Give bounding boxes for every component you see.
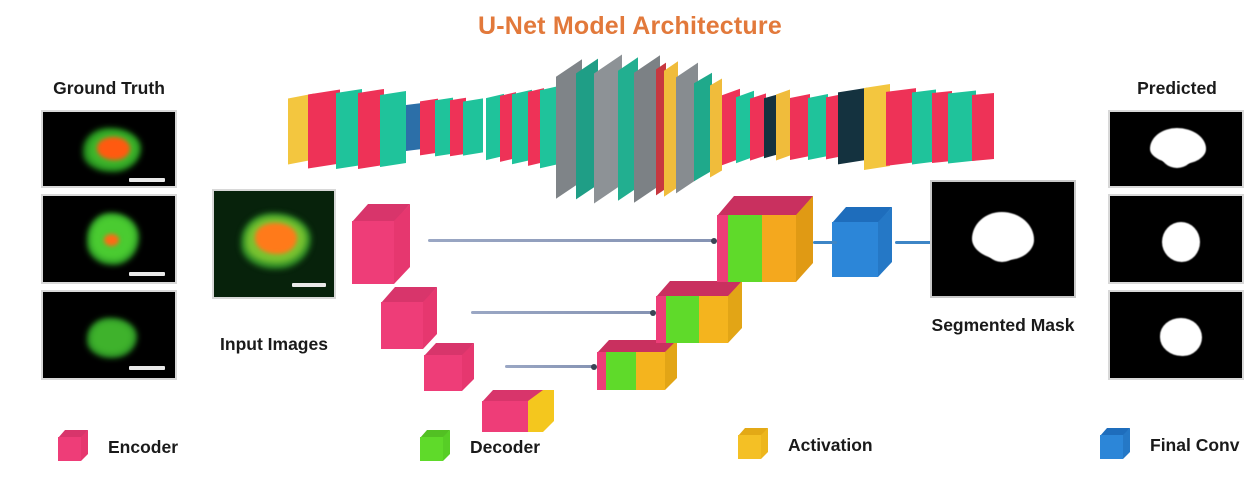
decoder-block-3-decoder-slab bbox=[606, 352, 636, 390]
network-overview-strip bbox=[278, 54, 994, 204]
connector-final-conv-to-mask bbox=[895, 241, 935, 244]
decoder-block-1-encoder-slab bbox=[717, 215, 728, 282]
bottleneck-block bbox=[482, 390, 568, 432]
input-images-label: Input Images bbox=[220, 334, 328, 354]
skip-connection-1-arrowhead bbox=[711, 237, 717, 244]
decoder-block-1-side bbox=[796, 196, 813, 282]
decoder-block-1-top bbox=[717, 196, 813, 216]
legend-final-conv: Final Conv bbox=[1100, 428, 1239, 462]
predicted-image-2 bbox=[1108, 194, 1244, 284]
encoder-block-3 bbox=[424, 343, 486, 391]
encoder-block-2-front bbox=[381, 302, 423, 349]
activation-legend-label: Activation bbox=[788, 434, 873, 455]
legend-activation: Activation bbox=[738, 428, 873, 462]
decoder-block-2 bbox=[656, 281, 756, 343]
page-title: U-Net Model Architecture bbox=[478, 12, 782, 40]
predicted-image-1 bbox=[1108, 110, 1244, 188]
predicted-label: Predicted bbox=[1137, 78, 1217, 98]
segmented-mask-image bbox=[930, 180, 1076, 298]
decoder-block-2-top bbox=[656, 281, 742, 297]
decoder-legend-icon bbox=[420, 430, 454, 464]
legend-decoder: Decoder bbox=[420, 430, 540, 464]
encoder-block-2-top bbox=[381, 287, 437, 303]
net-slab-yellow-mid bbox=[710, 78, 722, 178]
decoder-legend-label: Decoder bbox=[470, 436, 541, 457]
encoder-block-2-side bbox=[423, 287, 437, 349]
decoder-block-1-decoder-slab bbox=[728, 215, 762, 282]
net-slab-teal-2 bbox=[380, 90, 406, 168]
decoder-block-3-top bbox=[597, 340, 677, 353]
ground-truth-image-2 bbox=[41, 194, 177, 284]
final-conv-block bbox=[832, 207, 902, 277]
skip-connection-1 bbox=[428, 237, 717, 244]
encoder-block-1-top bbox=[352, 204, 410, 222]
skip-connection-3 bbox=[505, 363, 597, 370]
final-conv-block-top bbox=[832, 207, 892, 223]
encoder-block-2 bbox=[381, 287, 451, 349]
encoder-block-3-front bbox=[424, 355, 462, 391]
decoder-block-1 bbox=[717, 196, 827, 282]
decoder-block-3 bbox=[597, 340, 689, 390]
decoder-block-2-decoder-slab bbox=[666, 296, 699, 343]
net-slab-teal-4 bbox=[463, 98, 483, 156]
skip-connection-2 bbox=[471, 309, 656, 316]
encoder-block-1 bbox=[352, 204, 426, 284]
decoder-block-2-activation-slab bbox=[699, 296, 728, 343]
bottleneck-block-front bbox=[482, 401, 528, 432]
ground-truth-image-3 bbox=[41, 290, 177, 380]
encoder-block-3-side bbox=[462, 343, 474, 391]
skip-connection-3-arrowhead bbox=[591, 363, 597, 370]
decoder-block-3-activation-slab bbox=[636, 352, 665, 390]
activation-legend-icon bbox=[738, 428, 772, 462]
net-slab-pink-9 bbox=[790, 94, 810, 160]
decoder-block-2-encoder-slab bbox=[656, 296, 666, 343]
legend-encoder: Encoder bbox=[58, 430, 178, 464]
encoder-block-1-front bbox=[352, 221, 394, 284]
net-slab-yellow-2 bbox=[776, 89, 790, 161]
decoder-block-2-side bbox=[728, 281, 742, 343]
encoder-legend-icon bbox=[58, 430, 92, 464]
input-image-1 bbox=[212, 189, 336, 299]
decoder-block-3-encoder-slab bbox=[597, 352, 606, 390]
net-slab-pink-13 bbox=[972, 93, 994, 161]
decoder-block-3-side bbox=[665, 340, 677, 390]
ground-truth-label: Ground Truth bbox=[53, 78, 165, 98]
segmented-mask-label: Segmented Mask bbox=[931, 315, 1075, 335]
net-slab-teal-12 bbox=[808, 94, 828, 160]
predicted-image-3 bbox=[1108, 290, 1244, 380]
decoder-block-1-activation-slab bbox=[762, 215, 796, 282]
skip-connection-2-arrowhead bbox=[650, 309, 656, 316]
final-conv-legend-label: Final Conv bbox=[1150, 434, 1240, 455]
final-conv-legend-icon bbox=[1100, 428, 1134, 462]
encoder-block-3-top bbox=[424, 343, 474, 356]
ground-truth-image-1 bbox=[41, 110, 177, 188]
final-conv-block-front bbox=[832, 222, 878, 277]
final-conv-block-side bbox=[878, 207, 892, 277]
encoder-block-1-side bbox=[394, 204, 410, 284]
encoder-legend-label: Encoder bbox=[108, 436, 179, 457]
connector-decoder-to-final-conv bbox=[813, 241, 837, 244]
